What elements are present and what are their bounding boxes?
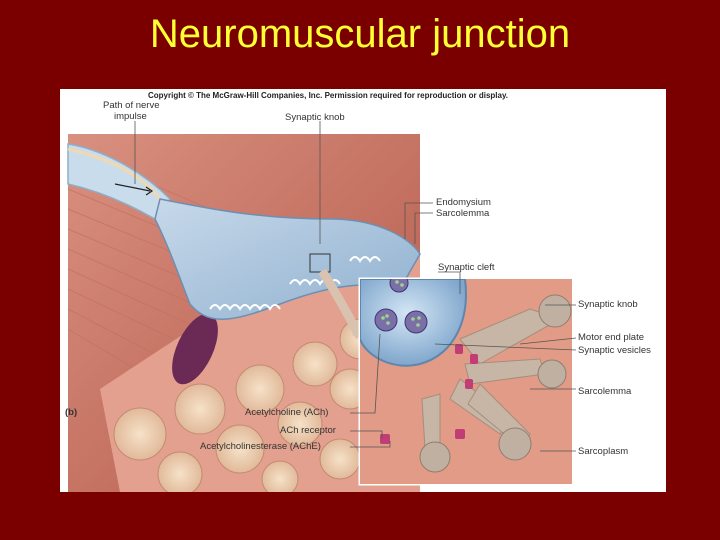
label-synaptic-vesicles: Synaptic vesicles (578, 345, 651, 356)
panel-letter: (b) (65, 407, 78, 418)
slide-title: Neuromuscular junction (149, 12, 571, 56)
label-ach-receptor: ACh receptor (280, 425, 336, 436)
label-sarcolemma-top: Sarcolemma (436, 208, 490, 219)
copyright-notice: Copyright © The McGraw-Hill Companies, I… (148, 91, 509, 100)
label-endomysium: Endomysium (436, 197, 491, 208)
label-sarcolemma-right: Sarcolemma (578, 386, 632, 397)
blood-vessel (172, 313, 218, 385)
figure-illustration (67, 121, 577, 492)
label-sarcoplasm: Sarcoplasm (578, 446, 629, 457)
label-motor-end-plate: Motor end plate (578, 332, 645, 343)
label-acetylcholine: Acetylcholine (ACh) (245, 407, 329, 418)
leader-lines (134, 121, 577, 452)
label-synaptic-cleft: Synaptic cleft (438, 262, 495, 273)
label-acetylcholinesterase: Acetylcholinesterase (AChE) (200, 441, 321, 452)
label-synaptic-knob-top: Synaptic knob (285, 112, 345, 123)
label-synaptic-knob-right: Synaptic knob (578, 299, 638, 310)
label-path-of-nerve-impulse-1: Path of nerve (103, 100, 160, 111)
magnified-inset (358, 277, 574, 486)
label-path-of-nerve-impulse-2: impulse (114, 111, 147, 122)
neuromuscular-junction-figure: Copyright © The McGraw-Hill Companies, I… (60, 89, 666, 492)
